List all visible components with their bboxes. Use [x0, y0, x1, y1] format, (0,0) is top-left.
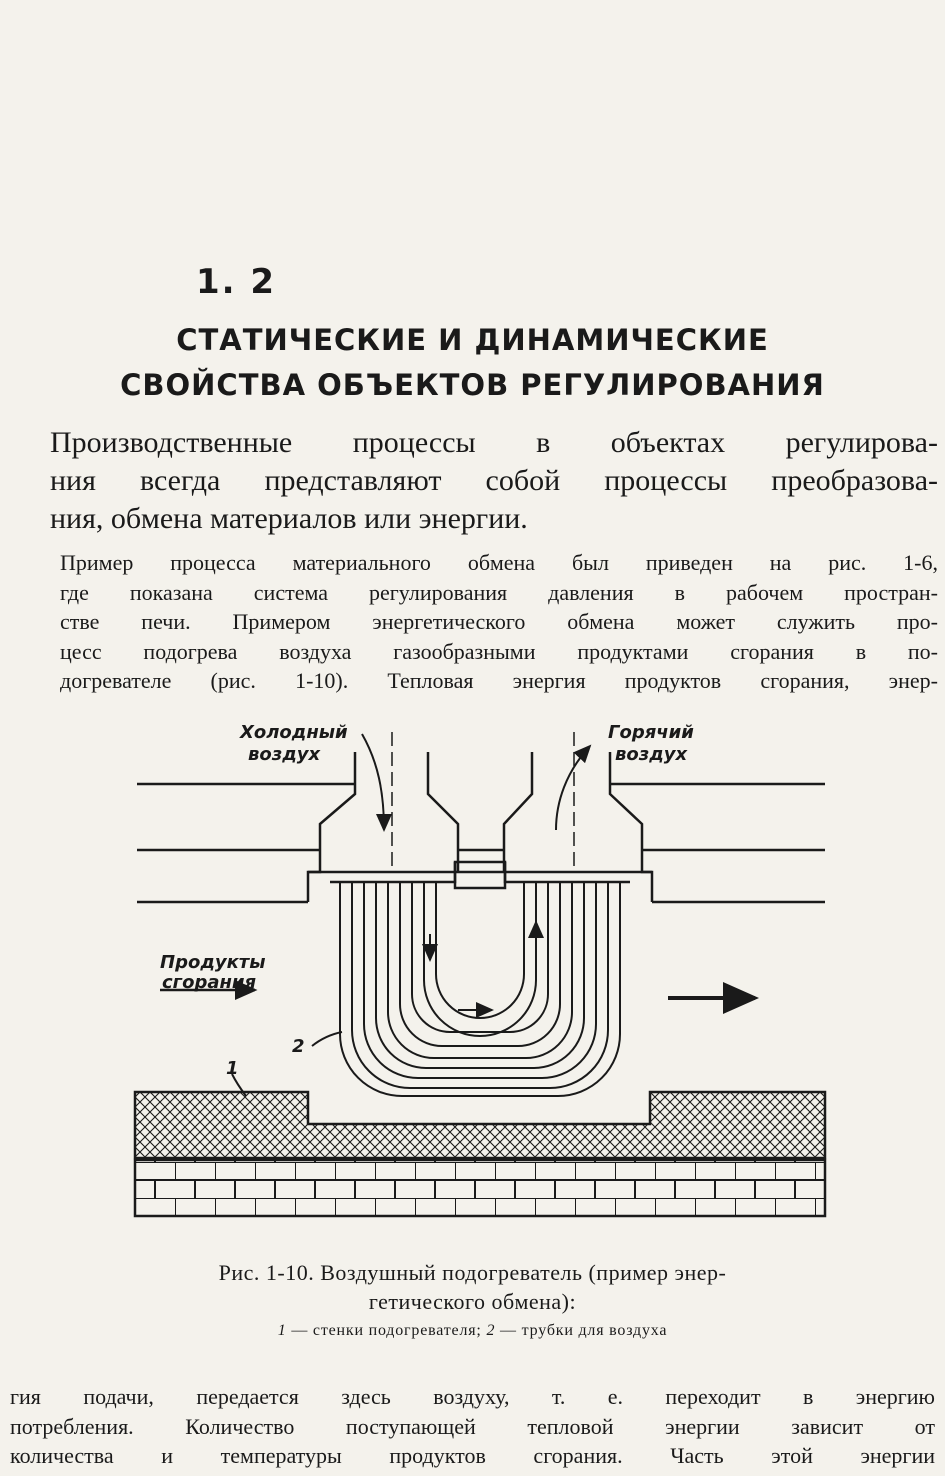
figure-caption: Рис. 1-10. Воздушный подогреватель (прим… — [100, 1258, 845, 1316]
heater-wall-brick — [133, 1158, 827, 1218]
label-hot-air: Горячий — [608, 722, 694, 743]
legend-text: — стенки подогревателя; — [286, 1322, 487, 1339]
legend-text: — трубки для воздуха — [495, 1322, 668, 1339]
paragraph-line: Пример процесса материального обмена был… — [60, 550, 938, 575]
lead-paragraph: Производственные процессы в объектах рег… — [50, 424, 938, 538]
section-title-line: СТАТИЧЕСКИЕ И ДИНАМИЧЕСКИЕ — [176, 323, 769, 357]
label-cold-air: воздух — [248, 744, 321, 765]
lead-line: ния всегда представляют собой процессы п… — [50, 464, 938, 497]
paragraph-line: стве печи. Примером энергетического обме… — [60, 609, 938, 634]
label-combustion-products: сгорания — [162, 972, 257, 993]
label-combustion-products: Продукты — [160, 952, 266, 973]
label-cold-air: Холодный — [239, 722, 348, 743]
body-paragraph: Пример процесса материального обмена был… — [60, 548, 938, 696]
air-tubes — [339, 882, 621, 1097]
label-1: 1 — [226, 1058, 239, 1079]
paragraph-line: где показана система регулирования давле… — [60, 579, 938, 605]
section-title: СТАТИЧЕСКИЕ И ДИНАМИЧЕСКИЕ СВОЙСТВА ОБЪЕ… — [60, 318, 885, 408]
legend-number: 2 — [486, 1322, 496, 1339]
figure-legend: 1 — стенки подогревателя; 2 — трубки для… — [100, 1322, 845, 1340]
duct-outline — [137, 752, 825, 904]
paragraph-line: потребления. Количество поступающей тепл… — [10, 1413, 935, 1439]
air-heater-figure: Холодный воздух Горячий воздух Продукты … — [133, 722, 827, 1218]
paragraph-line: цесс подогрева воздуха газообразными про… — [60, 638, 938, 664]
caption-line: гетического обмена): — [368, 1289, 577, 1314]
paragraph-line: догревателе (рис. 1-10). Тепловая энерги… — [60, 668, 938, 693]
paragraph-line: гия подачи, передается здесь воздуху, т.… — [10, 1384, 935, 1409]
heater-wall-hatched — [133, 1090, 827, 1160]
section-number: 1. 2 — [196, 262, 277, 302]
body-paragraph-continued: гия подачи, передается здесь воздуху, т.… — [10, 1382, 935, 1471]
paragraph-line: количества и температуры продуктов сгора… — [10, 1443, 935, 1468]
label-2: 2 — [292, 1036, 305, 1057]
lead-line: ния, обмена материалов или энергии. — [50, 502, 528, 535]
label-hot-air: воздух — [615, 744, 688, 765]
legend-number: 1 — [277, 1322, 287, 1339]
lead-line: Производственные процессы в объектах рег… — [50, 426, 938, 459]
caption-line: Рис. 1-10. Воздушный подогреватель (прим… — [218, 1260, 727, 1285]
section-title-line: СВОЙСТВА ОБЪЕКТОВ РЕГУЛИРОВАНИЯ — [120, 368, 825, 402]
flow-arrows — [160, 733, 759, 1097]
